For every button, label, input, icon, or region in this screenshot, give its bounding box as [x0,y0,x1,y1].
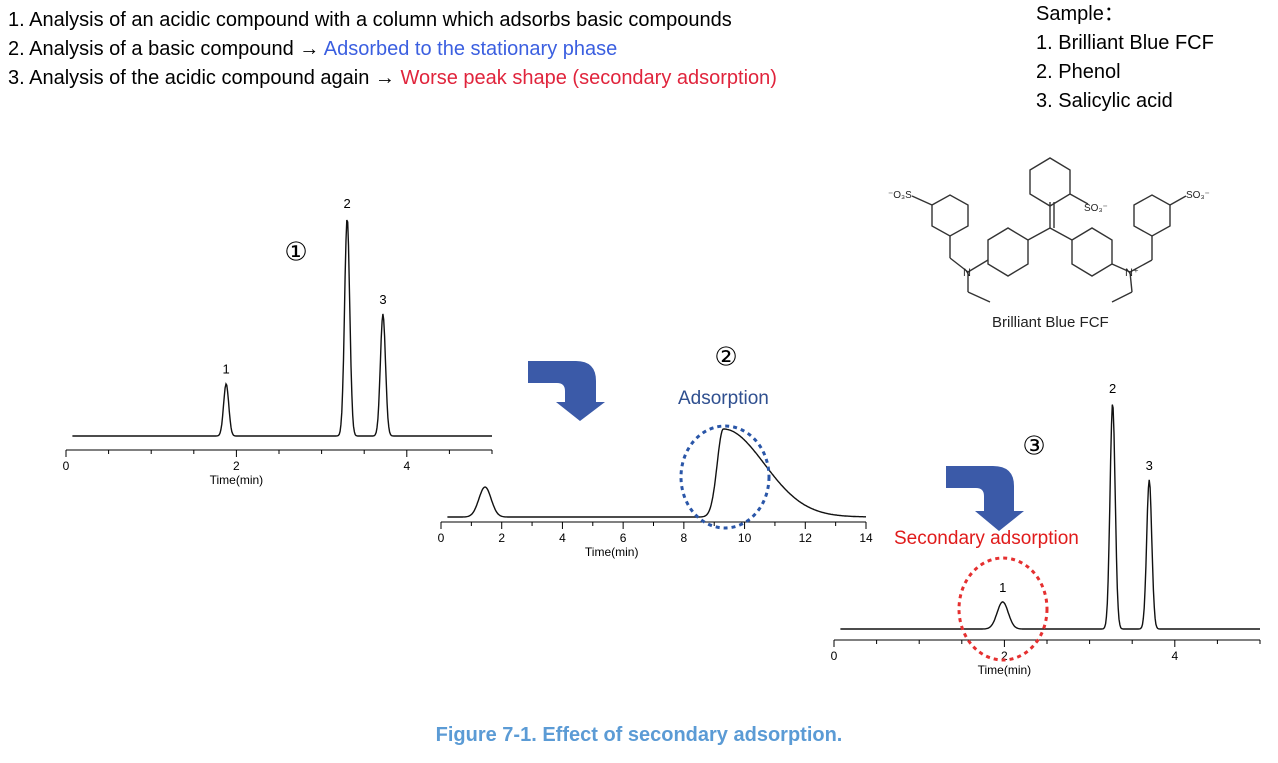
curved-arrow-icon [946,466,1024,531]
x-tick-label: 10 [738,531,752,545]
peak-label: 2 [344,196,351,211]
peak-label: 1 [223,362,230,377]
x-tick-label: 14 [859,531,873,545]
x-tick-label: 2 [233,459,240,473]
x-tick-label: 0 [831,649,838,663]
step-text: 3. Analysis of the acidic compound again… [8,67,401,89]
structure-group-label: N [963,267,971,279]
structure-group-label: SO₃⁻ [1186,190,1210,201]
x-tick-label: 2 [498,531,505,545]
structure-caption: Brilliant Blue FCF [992,314,1109,331]
sample-item: 3. Salicylic acid [1036,90,1173,112]
x-tick-label: 12 [799,531,813,545]
x-tick-label: 4 [1171,649,1178,663]
x-tick-label: 4 [559,531,566,545]
structure-group-label: ⁻O₃S [888,190,912,201]
step-line-2: 2. Analysis of a basic compound → Adsorb… [8,35,777,64]
x-axis-label: Time(min) [978,663,1032,677]
step-note: Adsorbed to the stationary phase [323,38,618,60]
step-note: Worse peak shape (secondary adsorption) [400,67,777,89]
structure-labels: ⁻O₃S SO₃⁻ SO₃⁻ N N⁺ Brilliant Blue FCF [888,190,1210,331]
step-line-1: 1. Analysis of an acidic compound with a… [8,6,777,35]
chromatogram-trace [72,219,492,437]
sample-item: 2. Phenol [1036,61,1121,83]
curved-arrow-icon [528,361,605,421]
structure-group-label: SO₃⁻ [1084,203,1108,214]
adsorption-label: Adsorption [678,388,769,409]
panel-number: ③ [1022,432,1045,462]
x-axis-label: Time(min) [210,473,264,487]
step-line-3: 3. Analysis of the acidic compound again… [8,64,777,93]
peak-label: 1 [999,580,1006,595]
brilliant-blue-structure [911,157,1187,303]
chromatogram-trace [840,404,1260,630]
panel-number: ② [714,343,737,373]
x-tick-label: 4 [403,459,410,473]
chromatogram-trace [447,428,866,518]
analysis-steps: 1. Analysis of an acidic compound with a… [8,6,777,93]
x-tick-label: 0 [438,531,445,545]
structure-group-label: N⁺ [1125,267,1139,279]
figure-caption: Figure 7-1. Effect of secondary adsorpti… [435,724,843,746]
adsorption-highlight [679,424,771,530]
secondary-adsorption-highlight [957,556,1049,662]
secondary-adsorption-label: Secondary adsorption [894,528,1079,549]
x-tick-label: 0 [63,459,70,473]
panel-number: ① [284,238,307,268]
sample-title: Sample： [1036,3,1124,25]
x-tick-label: 8 [681,531,688,545]
peak-label: 3 [1146,458,1153,473]
sample-item: 1. Brilliant Blue FCF [1036,32,1214,54]
peak-label: 3 [379,292,386,307]
peak-label: 2 [1109,381,1116,396]
x-tick-label: 6 [620,531,627,545]
step-text: 2. Analysis of a basic compound → [8,38,324,60]
x-tick-label: 2 [1001,649,1008,663]
sample-list: Sample： 1. Brilliant Blue FCF 2. Phenol … [1036,0,1214,116]
x-axis-label: Time(min) [585,545,639,559]
step-text: 1. Analysis of an acidic compound with a… [8,9,732,31]
